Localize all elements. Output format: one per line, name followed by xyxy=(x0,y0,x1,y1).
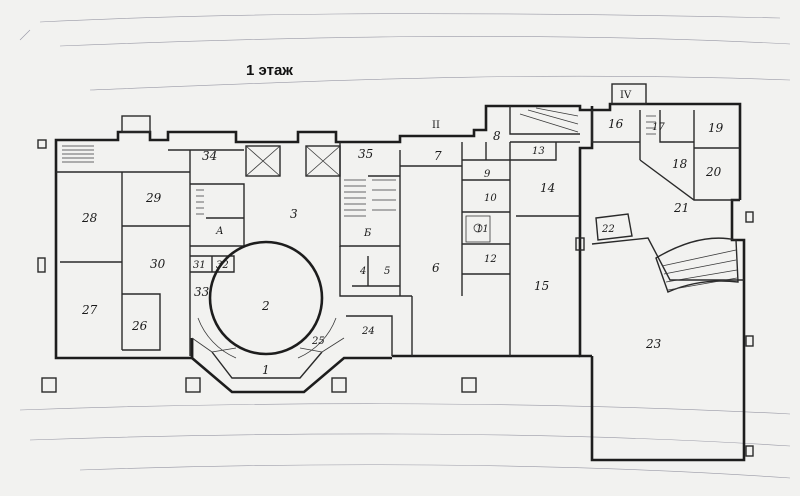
axis-markers: II IV xyxy=(432,90,632,131)
room-2-label: 2 xyxy=(261,299,270,313)
room-27-label: 27 xyxy=(81,303,98,317)
curved-stair xyxy=(655,237,739,293)
room-25-label: 25 xyxy=(311,336,325,347)
room-14-label: 14 xyxy=(540,181,555,195)
room-31-label: 31 xyxy=(193,260,206,271)
room-12-label: 12 xyxy=(484,254,497,265)
room-15-label: 15 xyxy=(534,279,549,293)
room-23-label: 23 xyxy=(645,337,662,351)
axis-marker-right: IV xyxy=(620,90,632,101)
room-35-label: 35 xyxy=(358,147,373,161)
room-1-label: 1 xyxy=(262,363,270,377)
room-10-label: 10 xyxy=(484,193,497,204)
rotunda xyxy=(191,240,345,379)
room-33-label: 33 xyxy=(194,285,210,299)
room-3-label: 3 xyxy=(290,207,298,221)
room-b-label: Б xyxy=(363,228,372,239)
room-13-label: 13 xyxy=(532,146,545,157)
room-4-label: 4 xyxy=(359,266,366,277)
room-22-label: 22 xyxy=(601,224,615,235)
room-34-label: 34 xyxy=(202,149,217,163)
room-19-label: 19 xyxy=(708,121,724,135)
room-21-label: 21 xyxy=(673,201,689,215)
room-18-label: 18 xyxy=(672,157,688,171)
axis-marker-upper: II xyxy=(432,120,440,131)
interior-walls xyxy=(56,106,744,356)
room-8-label: 8 xyxy=(493,129,501,143)
room-20-label: 20 xyxy=(705,165,722,179)
room-labels: 1 2 3 4 5 6 7 8 9 10 11 12 13 14 15 16 1… xyxy=(81,117,724,377)
room-26-label: 26 xyxy=(131,319,148,333)
room-6-label: 6 xyxy=(432,261,440,275)
stairs xyxy=(62,107,656,217)
room-11-label: 11 xyxy=(476,224,489,235)
room-9-label: 9 xyxy=(484,169,491,180)
floor-title: 1 этаж xyxy=(246,62,293,79)
background-texture xyxy=(19,13,791,479)
room-5-label: 5 xyxy=(384,266,390,277)
room-32-label: 32 xyxy=(216,260,229,271)
room-28-label: 28 xyxy=(81,211,98,225)
room-30-label: 30 xyxy=(150,257,166,271)
room-24-label: 24 xyxy=(361,326,375,337)
room-29-label: 29 xyxy=(145,191,162,205)
room-a-label: А xyxy=(215,226,224,237)
exterior-columns xyxy=(37,83,754,457)
room-17-label: 17 xyxy=(652,122,665,133)
room-16-label: 16 xyxy=(608,117,624,131)
room-7-label: 7 xyxy=(434,149,442,163)
